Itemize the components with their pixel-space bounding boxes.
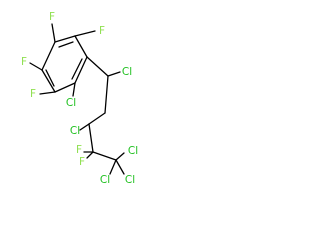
chain-bond <box>88 123 94 153</box>
atom-cl-label: Cl <box>128 145 138 157</box>
atom-cl-label: Cl <box>100 174 110 186</box>
bond-to-f <box>29 62 43 71</box>
bond-to-f <box>86 151 94 159</box>
bond-to-cl <box>109 159 117 175</box>
atom-f-label: F <box>79 156 85 168</box>
bond-to-f <box>74 30 96 37</box>
ring-bond <box>74 56 88 84</box>
ring-double-bond <box>71 58 83 80</box>
ring-bond <box>74 35 88 58</box>
bond-to-cl <box>79 123 90 131</box>
atom-f-label: F <box>76 144 82 156</box>
ring-bond <box>41 41 56 71</box>
bond-to-f <box>39 91 56 95</box>
chemical-structure-diagram: F F F F Cl Cl Cl F F Cl Cl Cl <box>21 11 138 186</box>
bond-to-cl <box>115 152 125 161</box>
bond-to-cl <box>107 71 121 77</box>
atom-cl-label: Cl <box>66 97 76 109</box>
bonds <box>29 23 125 175</box>
atom-f-label: F <box>21 56 27 68</box>
chain-bond <box>88 112 106 125</box>
atom-cl-label: Cl <box>70 125 80 137</box>
atom-labels: F F F F Cl Cl Cl F F Cl Cl Cl <box>21 11 138 186</box>
bond-to-cl <box>115 159 125 175</box>
atom-cl-label: Cl <box>122 66 132 78</box>
ring-double-bond <box>58 41 74 48</box>
atom-cl-label: Cl <box>125 174 135 186</box>
ring-bond <box>41 69 56 93</box>
bond-to-f <box>51 23 56 43</box>
ring-double-bond <box>45 69 55 87</box>
ring-bond <box>54 35 76 43</box>
bond-to-cl <box>72 82 76 97</box>
atom-f-label: F <box>49 11 55 23</box>
ring-bond <box>54 82 76 93</box>
chain-bond <box>86 56 109 77</box>
chain-bond <box>104 75 109 114</box>
atom-f-label: F <box>30 88 36 100</box>
chain-bond <box>92 151 117 161</box>
atom-f-label: F <box>99 25 105 37</box>
